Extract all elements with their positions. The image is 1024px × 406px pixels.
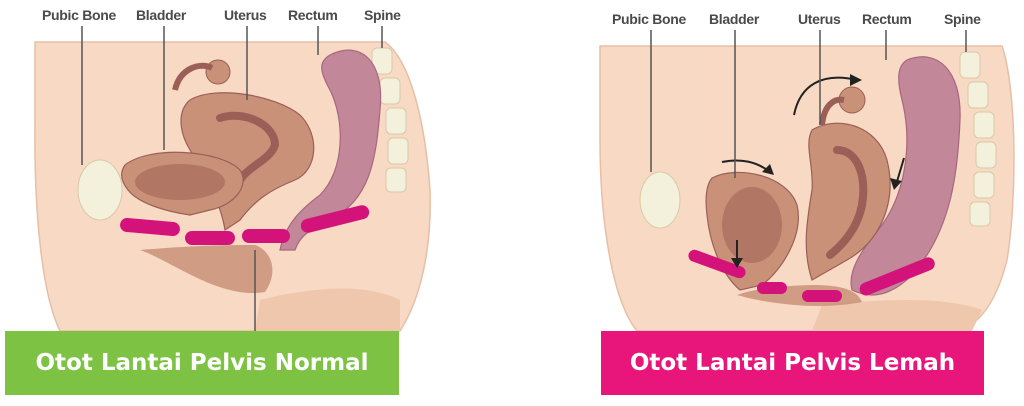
spine — [959, 51, 997, 227]
pelvic-floor-muscle — [688, 249, 935, 302]
label-uterus: Uterus — [798, 11, 841, 27]
label-rectum: Rectum — [862, 11, 912, 27]
uterus — [180, 92, 315, 232]
uterus-cavity — [216, 111, 280, 184]
label-leaders — [650, 30, 967, 178]
caption-weak-text: Otot Lantai Pelvis Lemah — [629, 350, 956, 376]
uterus-cavity — [826, 146, 868, 259]
normal-pelvis-illustration: Pubic Bone Bladder Uterus Rectum Spine — [34, 7, 431, 332]
pubic-bone — [639, 171, 681, 229]
buttock-shading — [812, 300, 982, 331]
spine — [371, 47, 409, 193]
pelvic-floor-muscle — [120, 205, 370, 245]
pubic-bone — [77, 159, 123, 221]
normal-pelvis-panel: Pubic Bone Bladder Uterus Rectum Spine — [34, 7, 431, 332]
label-rectum: Rectum — [288, 7, 338, 23]
arrow-uterus-curve — [793, 76, 858, 116]
label-spine: Spine — [944, 11, 981, 27]
label-bladder: Bladder — [136, 7, 187, 23]
uterus — [805, 122, 891, 281]
buttock-shading — [255, 288, 400, 331]
fallopian-tube — [819, 96, 845, 126]
bladder-inner — [135, 164, 225, 200]
label-leaders — [81, 26, 383, 331]
weak-pelvis-panel: Pubic Bone Bladder Uterus Rectum Spine — [512, 0, 1024, 406]
caption-normal-text: Otot Lantai Pelvis Normal — [35, 350, 369, 376]
label-pubic-bone: Pubic Bone — [612, 11, 687, 27]
label-spine: Spine — [364, 7, 401, 23]
ovary — [205, 59, 231, 85]
weak-pelvis-illustration: Pubic Bone Bladder Uterus Rectum Spine — [599, 11, 1015, 332]
rectum — [279, 49, 382, 251]
caption-normal: Otot Lantai Pelvis Normal — [5, 331, 399, 395]
caption-weak: Otot Lantai Pelvis Lemah — [601, 331, 984, 395]
label-uterus: Uterus — [224, 7, 267, 23]
arrowheads — [731, 74, 902, 268]
label-bladder: Bladder — [709, 11, 760, 27]
perineum — [140, 245, 273, 294]
fallopian-tube — [172, 62, 214, 91]
label-pubic-bone: Pubic Bone — [42, 7, 117, 23]
bladder-inner — [722, 187, 782, 263]
